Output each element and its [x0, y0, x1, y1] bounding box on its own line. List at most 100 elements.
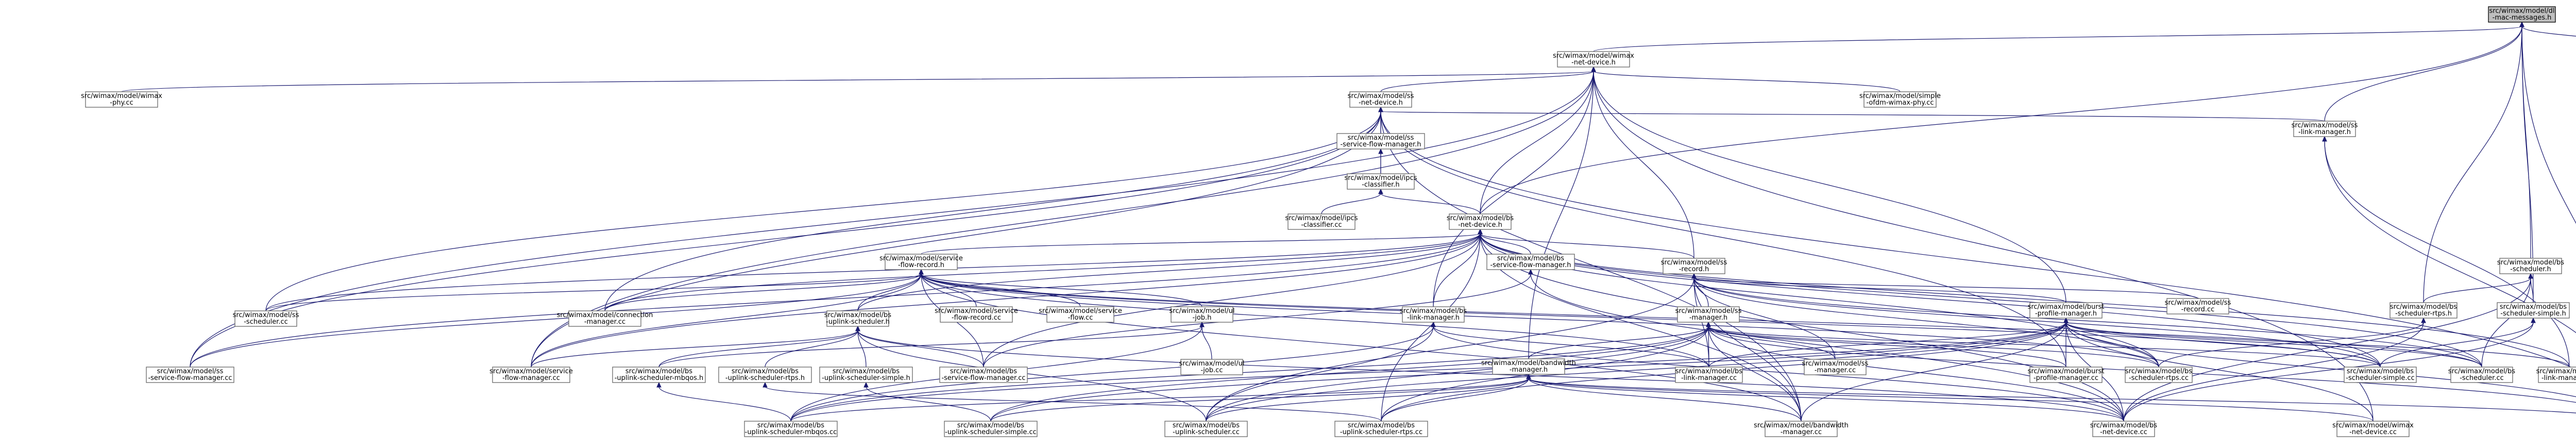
file-node-sfm-cc[interactable]: src/wimax/model/service-flow-manager.cc	[489, 367, 573, 383]
edge-ul_sched_h-sfm_cc	[531, 325, 860, 368]
file-node-label: src/wimax/model/bs	[1348, 422, 1415, 429]
file-node-ss-rec-cc[interactable]: src/wimax/model/ss-record.cc	[2165, 298, 2231, 314]
file-node-label: src/wimax/model/wimax	[1553, 52, 1634, 60]
file-node-ss-sfm-cc[interactable]: src/wimax/model/ss-service-flow-manager.…	[146, 367, 234, 383]
file-node-bs-sched-h[interactable]: src/wimax/model/bs-scheduler.h	[2497, 258, 2564, 274]
file-node-root: src/wimax/model/dl-mac-messages.h	[2488, 6, 2556, 23]
file-node-burst-h[interactable]: src/wimax/model/burst-profile-manager.h	[2028, 302, 2105, 319]
edge-bs_nd_h-ss_sfm_cc	[190, 228, 1483, 368]
file-node-label: -scheduler.h	[2510, 266, 2551, 273]
edge-ul_mbqos_h-ul_mbqos_cc	[656, 381, 791, 422]
edge-bw_h-bw_cc	[1526, 373, 1802, 422]
file-node-label: src/wimax/model/bs	[833, 368, 900, 375]
edge-ss_nd_h-conn_cc	[604, 106, 1383, 311]
file-node-label: -service-flow-manager.h	[1490, 261, 1571, 269]
file-node-label: src/wimax/model/bs	[1497, 255, 1564, 262]
file-node-ipcs-cc[interactable]: src/wimax/model/ipcs-classifier.cc	[1285, 213, 1358, 230]
file-node-label: -link-manager.cc	[2541, 374, 2576, 382]
edge-bs_nd_h-ss_lm_cc	[1478, 228, 2570, 368]
file-node-ul-mbqos-cc[interactable]: src/wimax/model/bs-uplink-scheduler-mbqo…	[744, 421, 838, 437]
edge-ipcs_h-bs_nd_h	[1378, 188, 1481, 214]
file-node-label: -manager.cc	[1781, 428, 1822, 436]
file-node-ul-rtps-cc[interactable]: src/wimax/model/bs-uplink-scheduler-rtps…	[1334, 421, 1428, 437]
file-node-ss-rec-h[interactable]: src/wimax/model/ss-record.h	[1661, 258, 1727, 274]
edge-sfr_h-simple_cc	[919, 269, 2381, 368]
file-node-ul-simple-cc[interactable]: src/wimax/model/bs-uplink-scheduler-simp…	[944, 421, 1038, 437]
file-node-ipcs-h[interactable]: src/wimax/model/ipcs-classifier.h	[1345, 173, 1417, 190]
file-node-label: src/wimax/model/ss	[2165, 299, 2231, 307]
edge-simple_h-simple_cc	[2380, 317, 2536, 368]
file-node-simple-h[interactable]: src/wimax/model/bs-scheduler-simple.h	[2497, 302, 2570, 319]
file-node-conn-cc[interactable]: src/wimax/model/connection-manager.cc	[557, 310, 653, 327]
file-node-bw-h[interactable]: src/wimax/model/bandwidth-manager.h	[1481, 358, 1576, 375]
edge-root-wnd_h	[1593, 21, 2524, 52]
file-node-ul-job-cc[interactable]: src/wimax/model/ul-job.cc	[1179, 359, 1245, 375]
edge-ss_rec_h-bs_sched_cc	[1691, 273, 2482, 368]
file-node-rtps-cc[interactable]: src/wimax/model/bs-scheduler-rtps.cc	[2125, 367, 2193, 383]
file-node-label: -manager.h	[1689, 314, 1727, 322]
file-node-bs-nd-cc[interactable]: src/wimax/model/bs-net-device.cc	[2090, 421, 2157, 437]
file-node-ofdm-cc[interactable]: src/wimax/model/simple-ofdm-wimax-phy.cc	[1859, 91, 1941, 108]
edge-wnd_h-ss_rec_h	[1591, 66, 1694, 259]
file-node-bs-sfm-cc[interactable]: src/wimax/model/bs-service-flow-manager.…	[939, 367, 1028, 383]
file-node-wnd-cc[interactable]: src/wimax/model/wimax-net-device.cc	[2332, 421, 2414, 437]
edge-sfr_h-ul_job_h	[919, 269, 1202, 307]
file-node-label: -link-manager.h	[2298, 128, 2351, 136]
file-node-bs-lm-h[interactable]: src/wimax/model/bs-link-manager.h	[1400, 306, 1467, 323]
file-node-label: -uplink-scheduler-mbqos.cc	[745, 428, 837, 436]
edge-sfr_h-conn_cc	[604, 269, 924, 311]
file-node-label: src/wimax/model/ss	[1661, 259, 1727, 267]
file-node-ss-sched-cc[interactable]: src/wimax/model/ss-scheduler.cc	[233, 310, 299, 327]
file-node-label: src/wimax/model/ul	[1179, 360, 1244, 368]
file-node-label: src/wimax/model/bandwidth	[1481, 359, 1576, 367]
file-node-label: src/wimax/model/bs	[2497, 259, 2564, 267]
file-node-ul-sched-cc[interactable]: src/wimax/model/bs-uplink-scheduler.cc	[1164, 421, 1248, 437]
file-node-label: src/wimax/model/bs	[732, 368, 799, 375]
file-node-wnd-h[interactable]: src/wimax/model/wimax-net-device.h	[1553, 51, 1634, 68]
graph-nodes: src/wimax/model/dl-mac-messages.hsrc/wim…	[81, 6, 2576, 437]
file-node-bw-cc[interactable]: src/wimax/model/bandwidth-manager.cc	[1754, 421, 1849, 437]
file-node-label: -scheduler-simple.h	[2500, 310, 2566, 318]
edge-bw_h-wnd_cc	[1526, 373, 2374, 422]
edge-ss_nd_h-ss_lm_h	[1378, 106, 2325, 122]
file-node-ss-lm-h[interactable]: src/wimax/model/ss-link-manager.h	[2292, 121, 2358, 137]
file-node-label: -uplink-scheduler-mbqos.h	[615, 374, 704, 382]
edge-wnd_h-phy_cc	[121, 66, 1596, 92]
file-node-label: src/wimax/model/dl	[2489, 7, 2554, 15]
file-node-label: src/wimax/model/bs	[2125, 368, 2192, 375]
file-node-ss-mgr-h[interactable]: src/wimax/model/ss-manager.h	[1675, 306, 1742, 323]
file-node-burst-cc[interactable]: src/wimax/model/burst-profile-manager.cc	[2028, 367, 2105, 383]
file-node-sfr-cc[interactable]: src/wimax/model/service-flow-record.cc	[935, 306, 1018, 323]
file-node-sf-cc[interactable]: src/wimax/model/service-flow.cc	[1039, 306, 1122, 323]
file-node-label: -uplink-scheduler.h	[826, 318, 890, 326]
edge-sfr_h-ul_sched_h	[857, 269, 924, 311]
file-node-label: src/wimax/model/burst	[2028, 368, 2105, 375]
file-node-sfr-h[interactable]: src/wimax/model/service-flow-record.h	[879, 254, 963, 270]
file-node-ss-mgr-cc[interactable]: src/wimax/model/ss-manager.cc	[1802, 359, 1869, 375]
file-node-rtps-h[interactable]: src/wimax/model/bs-scheduler-rtps.h	[2389, 302, 2458, 319]
file-node-label: src/wimax/model/bandwidth	[1754, 422, 1849, 429]
edge-sfr_h-ss_sched_cc	[265, 269, 924, 311]
file-node-bs-nd-h[interactable]: src/wimax/model/bs-net-device.h	[1447, 213, 1514, 230]
edge-burst_h-bs_sched_cc	[2063, 317, 2482, 368]
file-node-bs-lm-cc[interactable]: src/wimax/model/bs-link-manager.cc	[1675, 367, 1743, 383]
edge-wnd_h-burst_h	[1591, 66, 2066, 303]
file-node-bs-sched-cc[interactable]: src/wimax/model/bs-scheduler.cc	[2448, 367, 2515, 383]
edge-bs_sched_h-bs_sched_cc	[2481, 273, 2533, 368]
file-node-ul-rtps-h[interactable]: src/wimax/model/bs-uplink-scheduler-rtps…	[718, 367, 812, 383]
edge-ul_sched_h-bs_nd_cc	[855, 325, 2124, 422]
file-node-bs-sfm-h[interactable]: src/wimax/model/bs-service-flow-manager.…	[1486, 254, 1575, 270]
file-node-ul-mbqos-h[interactable]: src/wimax/model/bs-uplink-scheduler-mbqo…	[612, 367, 706, 383]
file-node-label: -uplink-scheduler-simple.h	[822, 374, 910, 382]
file-node-ss-sfm-h[interactable]: src/wimax/model/ss-service-flow-manager.…	[1336, 133, 1425, 150]
edge-root-ss_nd_cc	[2519, 21, 2576, 224]
file-node-ul-job-h[interactable]: src/wimax/model/ul-job.h	[1169, 306, 1235, 323]
file-node-ul-sched-h[interactable]: src/wimax/model/bs-uplink-scheduler.h	[824, 310, 891, 327]
file-node-phy-cc[interactable]: src/wimax/model/wimax-phy.cc	[81, 91, 162, 108]
file-node-ul-simple-h[interactable]: src/wimax/model/bs-uplink-scheduler-simp…	[819, 367, 913, 383]
file-node-ss-nd-h[interactable]: src/wimax/model/ss-net-device.h	[1348, 91, 1414, 108]
edge-wnd_h-ss_nd_h	[1380, 66, 1596, 92]
file-node-simple-cc[interactable]: src/wimax/model/bs-scheduler-simple.cc	[2344, 367, 2417, 383]
file-node-ss-lm-cc[interactable]: src/wimax/model/ss-link-manager.cc	[2536, 367, 2576, 383]
